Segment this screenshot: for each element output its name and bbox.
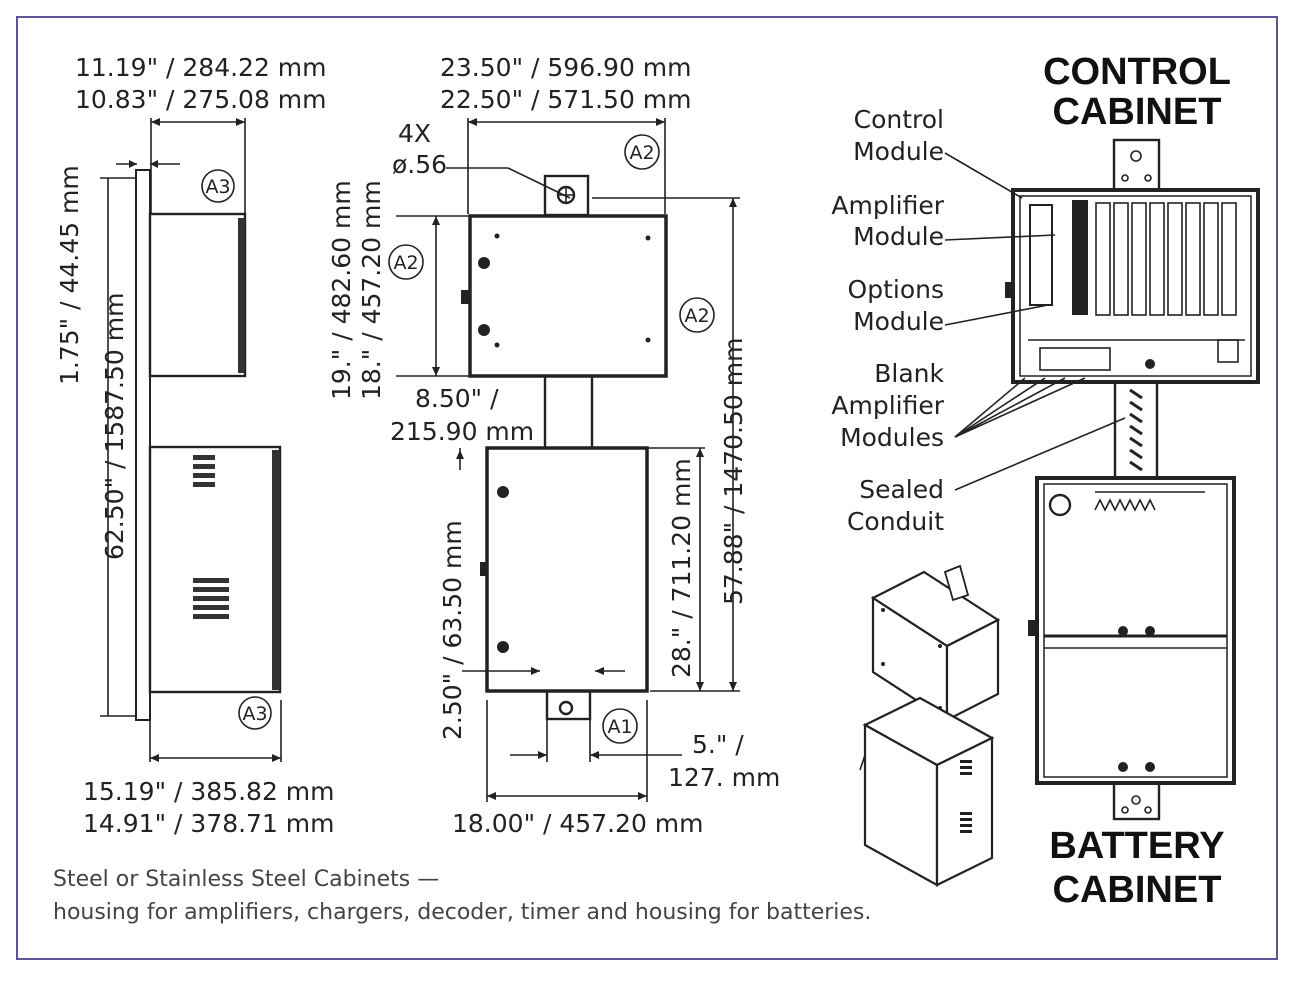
label-blank-amp-2: Amplifier — [831, 391, 944, 420]
front-overall-height-dim: 57.88" / 1470.50 mm — [719, 338, 748, 605]
gap-dim-2: 215.90 mm — [390, 417, 534, 446]
control-height-dim-1: 19." / 482.60 mm — [327, 180, 356, 400]
label-amplifier-module-2: Module — [853, 222, 944, 251]
side-bottom-width-2: 14.91" / 378.71 mm — [83, 809, 335, 838]
control-cabinet: CONTROL CABINET — [831, 51, 1260, 536]
label-amplifier-module-1: Amplifier — [831, 191, 944, 220]
control-cabinet-title-1: CONTROL — [1043, 51, 1231, 93]
footnote-line-2: housing for amplifiers, chargers, decode… — [53, 900, 871, 925]
side-vent-lower — [193, 578, 229, 619]
label-control-module-2: Module — [853, 137, 944, 166]
side-view: 11.19" / 284.22 mm 10.83" / 275.08 mm — [55, 53, 335, 838]
side-mount-gap-dim: 1.75" / 44.45 mm — [55, 165, 84, 385]
front-view: 23.50" / 596.90 mm 22.50" / 571.50 mm 4X… — [327, 53, 780, 838]
battery-cabinet: BATTERY CABINET — [1028, 476, 1236, 911]
slot-width-dim-1: 5." / — [692, 730, 744, 759]
isometric-cabinets — [859, 564, 1001, 887]
gap-dim-1: 8.50" / — [415, 384, 499, 413]
callout-a3-bottom: A3 — [238, 696, 272, 730]
hole-diameter: ø.56 — [392, 150, 447, 179]
side-vent-upper — [193, 455, 215, 487]
svg-text:A2: A2 — [393, 252, 418, 274]
label-sealed-conduit-2: Conduit — [847, 507, 944, 536]
bottom-offset-dim: 2.50" / 63.50 mm — [438, 520, 467, 740]
control-height-dim-2: 18." / 457.20 mm — [357, 180, 386, 400]
svg-text:A1: A1 — [607, 716, 632, 738]
module-slots — [1095, 202, 1237, 316]
svg-text:A3: A3 — [205, 176, 230, 198]
callout-a2-right: A2 — [679, 297, 715, 333]
front-top-width-2: 22.50" / 571.50 mm — [440, 85, 692, 114]
side-overall-height-dim: 62.50" / 1587.50 mm — [100, 293, 129, 560]
side-top-width-1: 11.19" / 284.22 mm — [75, 53, 327, 82]
front-bottom-width-dim: 18.00" / 457.20 mm — [452, 809, 704, 838]
callout-a3-top: A3 — [201, 169, 235, 203]
hole-qty: 4X — [398, 119, 431, 148]
callout-a1-bottom: A1 — [602, 708, 638, 744]
side-top-width-2: 10.83" / 275.08 mm — [75, 85, 327, 114]
label-blank-amp-3: Modules — [840, 423, 944, 452]
label-blank-amp-1: Blank — [874, 359, 944, 388]
sealed-conduit-coil — [1129, 388, 1143, 472]
svg-text:A3: A3 — [242, 703, 267, 725]
label-options-module-2: Module — [853, 307, 944, 336]
footnote-line-1: Steel or Stainless Steel Cabinets — — [53, 867, 439, 892]
label-sealed-conduit-1: Sealed — [859, 475, 944, 504]
diagram-frame — [16, 16, 1278, 960]
svg-text:A2: A2 — [684, 305, 709, 327]
svg-text:A2: A2 — [629, 142, 654, 164]
side-bottom-width-1: 15.19" / 385.82 mm — [83, 777, 335, 806]
slot-width-dim-2: 127. mm — [668, 763, 780, 792]
callout-a2-top: A2 — [624, 134, 660, 170]
battery-cabinet-title-2: CABINET — [1053, 869, 1222, 911]
label-options-module-1: Options — [848, 275, 944, 304]
control-cabinet-title-2: CABINET — [1053, 91, 1222, 133]
battery-height-dim: 28." / 711.20 mm — [667, 458, 696, 678]
front-top-width-1: 23.50" / 596.90 mm — [440, 53, 692, 82]
label-control-module-1: Control — [854, 105, 944, 134]
battery-cabinet-title-1: BATTERY — [1049, 825, 1224, 867]
callout-a2-left: A2 — [388, 244, 424, 280]
